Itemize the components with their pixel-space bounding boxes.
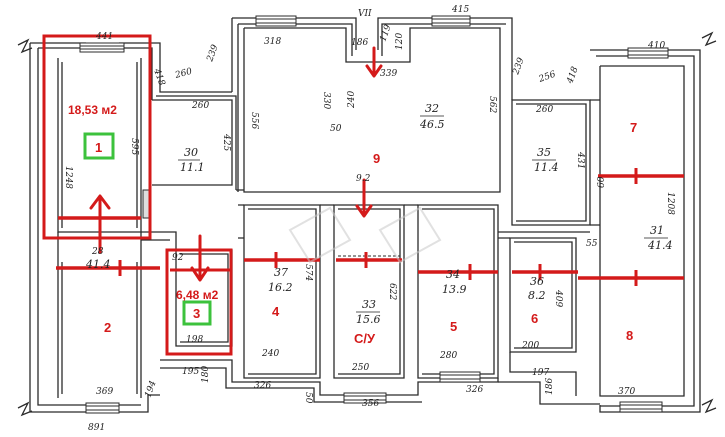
svg-text:50: 50: [330, 124, 342, 134]
svg-text:260: 260: [191, 101, 209, 111]
svg-text:339: 339: [380, 69, 397, 79]
svg-text:250: 250: [351, 363, 369, 373]
svg-text:562: 562: [487, 96, 497, 113]
svg-text:198: 198: [186, 335, 203, 345]
room-37-area: 16.2: [268, 281, 293, 294]
svg-text:9.2: 9.2: [356, 174, 371, 184]
svg-text:50: 50: [303, 392, 313, 404]
room-2-number: 2: [104, 320, 111, 335]
room-30-number: 30: [184, 146, 198, 159]
svg-text:1208: 1208: [665, 192, 675, 215]
svg-text:197: 197: [532, 368, 549, 378]
red-overlays: [42, 34, 684, 356]
svg-text:622: 622: [387, 283, 397, 300]
svg-text:28: 28: [91, 247, 104, 257]
svg-text:240: 240: [261, 349, 279, 359]
svg-text:60: 60: [597, 176, 607, 188]
room-1-area: 18,53 м2: [68, 103, 117, 117]
room-8-number: 8: [626, 328, 633, 343]
room-1-marker: [83, 132, 115, 160]
svg-text:410: 410: [647, 41, 665, 51]
svg-text:318: 318: [264, 37, 281, 47]
arrow-down-icon: [355, 178, 373, 218]
svg-text:431: 431: [575, 151, 585, 169]
room-6-number: 6: [531, 311, 538, 326]
watermark: [288, 206, 442, 264]
svg-text:280: 280: [439, 351, 457, 361]
svg-text:326: 326: [254, 381, 271, 391]
room-36-number: 36: [530, 275, 544, 288]
room-3-marker: [182, 300, 212, 326]
room-32-area: 46.5: [419, 118, 445, 131]
svg-text:239: 239: [205, 43, 221, 64]
svg-text:240: 240: [347, 91, 357, 109]
svg-text:120: 120: [395, 33, 405, 50]
svg-text:260: 260: [173, 67, 193, 81]
svg-text:409: 409: [553, 289, 563, 307]
room-31-number: 31: [650, 224, 664, 237]
room-annotations: 30 11.1 32 46.5 35 11.4 31 41.4 37 16.2 …: [85, 102, 673, 326]
svg-text:55: 55: [586, 239, 598, 249]
svg-text:256: 256: [537, 69, 558, 85]
room-1-highlight: [42, 34, 152, 240]
room-33-number: 33: [362, 298, 376, 311]
svg-text:186: 186: [351, 38, 368, 48]
svg-text:330: 330: [321, 92, 331, 109]
svg-text:415: 415: [451, 5, 469, 15]
room-9-number: 9: [373, 151, 380, 166]
room-2-area: 41.4: [85, 258, 111, 271]
svg-text:119: 119: [378, 23, 393, 43]
room-4-number: 4: [272, 304, 280, 319]
svg-text:369: 369: [96, 387, 113, 397]
room-35-number: 35: [537, 146, 551, 159]
svg-text:356: 356: [362, 399, 379, 409]
svg-text:326: 326: [466, 385, 483, 395]
svg-text:574: 574: [303, 264, 313, 281]
svg-text:92: 92: [172, 253, 184, 263]
windows: [79, 15, 669, 414]
svg-text:180: 180: [201, 366, 211, 383]
svg-text:260: 260: [535, 105, 553, 115]
room-35-area: 11.4: [534, 161, 559, 174]
svg-text:195: 195: [182, 367, 199, 377]
dimensions: 441 418 260 239 318 VII 186 119 415 239 …: [63, 5, 675, 433]
svg-text:891: 891: [88, 423, 105, 433]
room-5-number: 5: [450, 319, 457, 334]
room-34-number: 34: [446, 268, 460, 281]
room-31-area: 41.4: [647, 239, 673, 252]
svg-text:186: 186: [545, 378, 555, 395]
svg-text:425: 425: [221, 133, 231, 151]
room-3-area: 6,48 м2: [176, 288, 219, 302]
svg-text:595: 595: [129, 138, 139, 155]
room-3-number: 3: [193, 306, 200, 321]
svg-text:200: 200: [521, 341, 539, 351]
svg-text:VII: VII: [358, 9, 372, 19]
room-7-number: 7: [630, 120, 637, 135]
room-34-area: 13.9: [442, 283, 467, 296]
room-1-number: 1: [95, 140, 102, 155]
room-33-area: 15.6: [356, 313, 381, 326]
room-30-area: 11.1: [180, 161, 205, 174]
arrow-up-icon: [89, 194, 111, 254]
svg-text:1248: 1248: [63, 166, 73, 189]
room-36-area: 8.2: [528, 289, 546, 302]
svg-text:194: 194: [143, 379, 158, 399]
svg-text:370: 370: [618, 387, 635, 397]
svg-text:418: 418: [565, 65, 581, 86]
room-32-number: 32: [425, 102, 439, 115]
svg-text:239: 239: [511, 56, 527, 77]
walls: [17, 17, 717, 417]
svg-text:418: 418: [151, 67, 167, 88]
arrow-down-icon: [190, 234, 210, 282]
room-37-number: 37: [274, 266, 288, 279]
red-arrows: [89, 46, 383, 282]
svg-text:556: 556: [249, 112, 259, 129]
svg-text:441: 441: [95, 32, 113, 42]
room-su-label: С/У: [354, 331, 376, 346]
arrow-down-icon: [365, 46, 383, 78]
